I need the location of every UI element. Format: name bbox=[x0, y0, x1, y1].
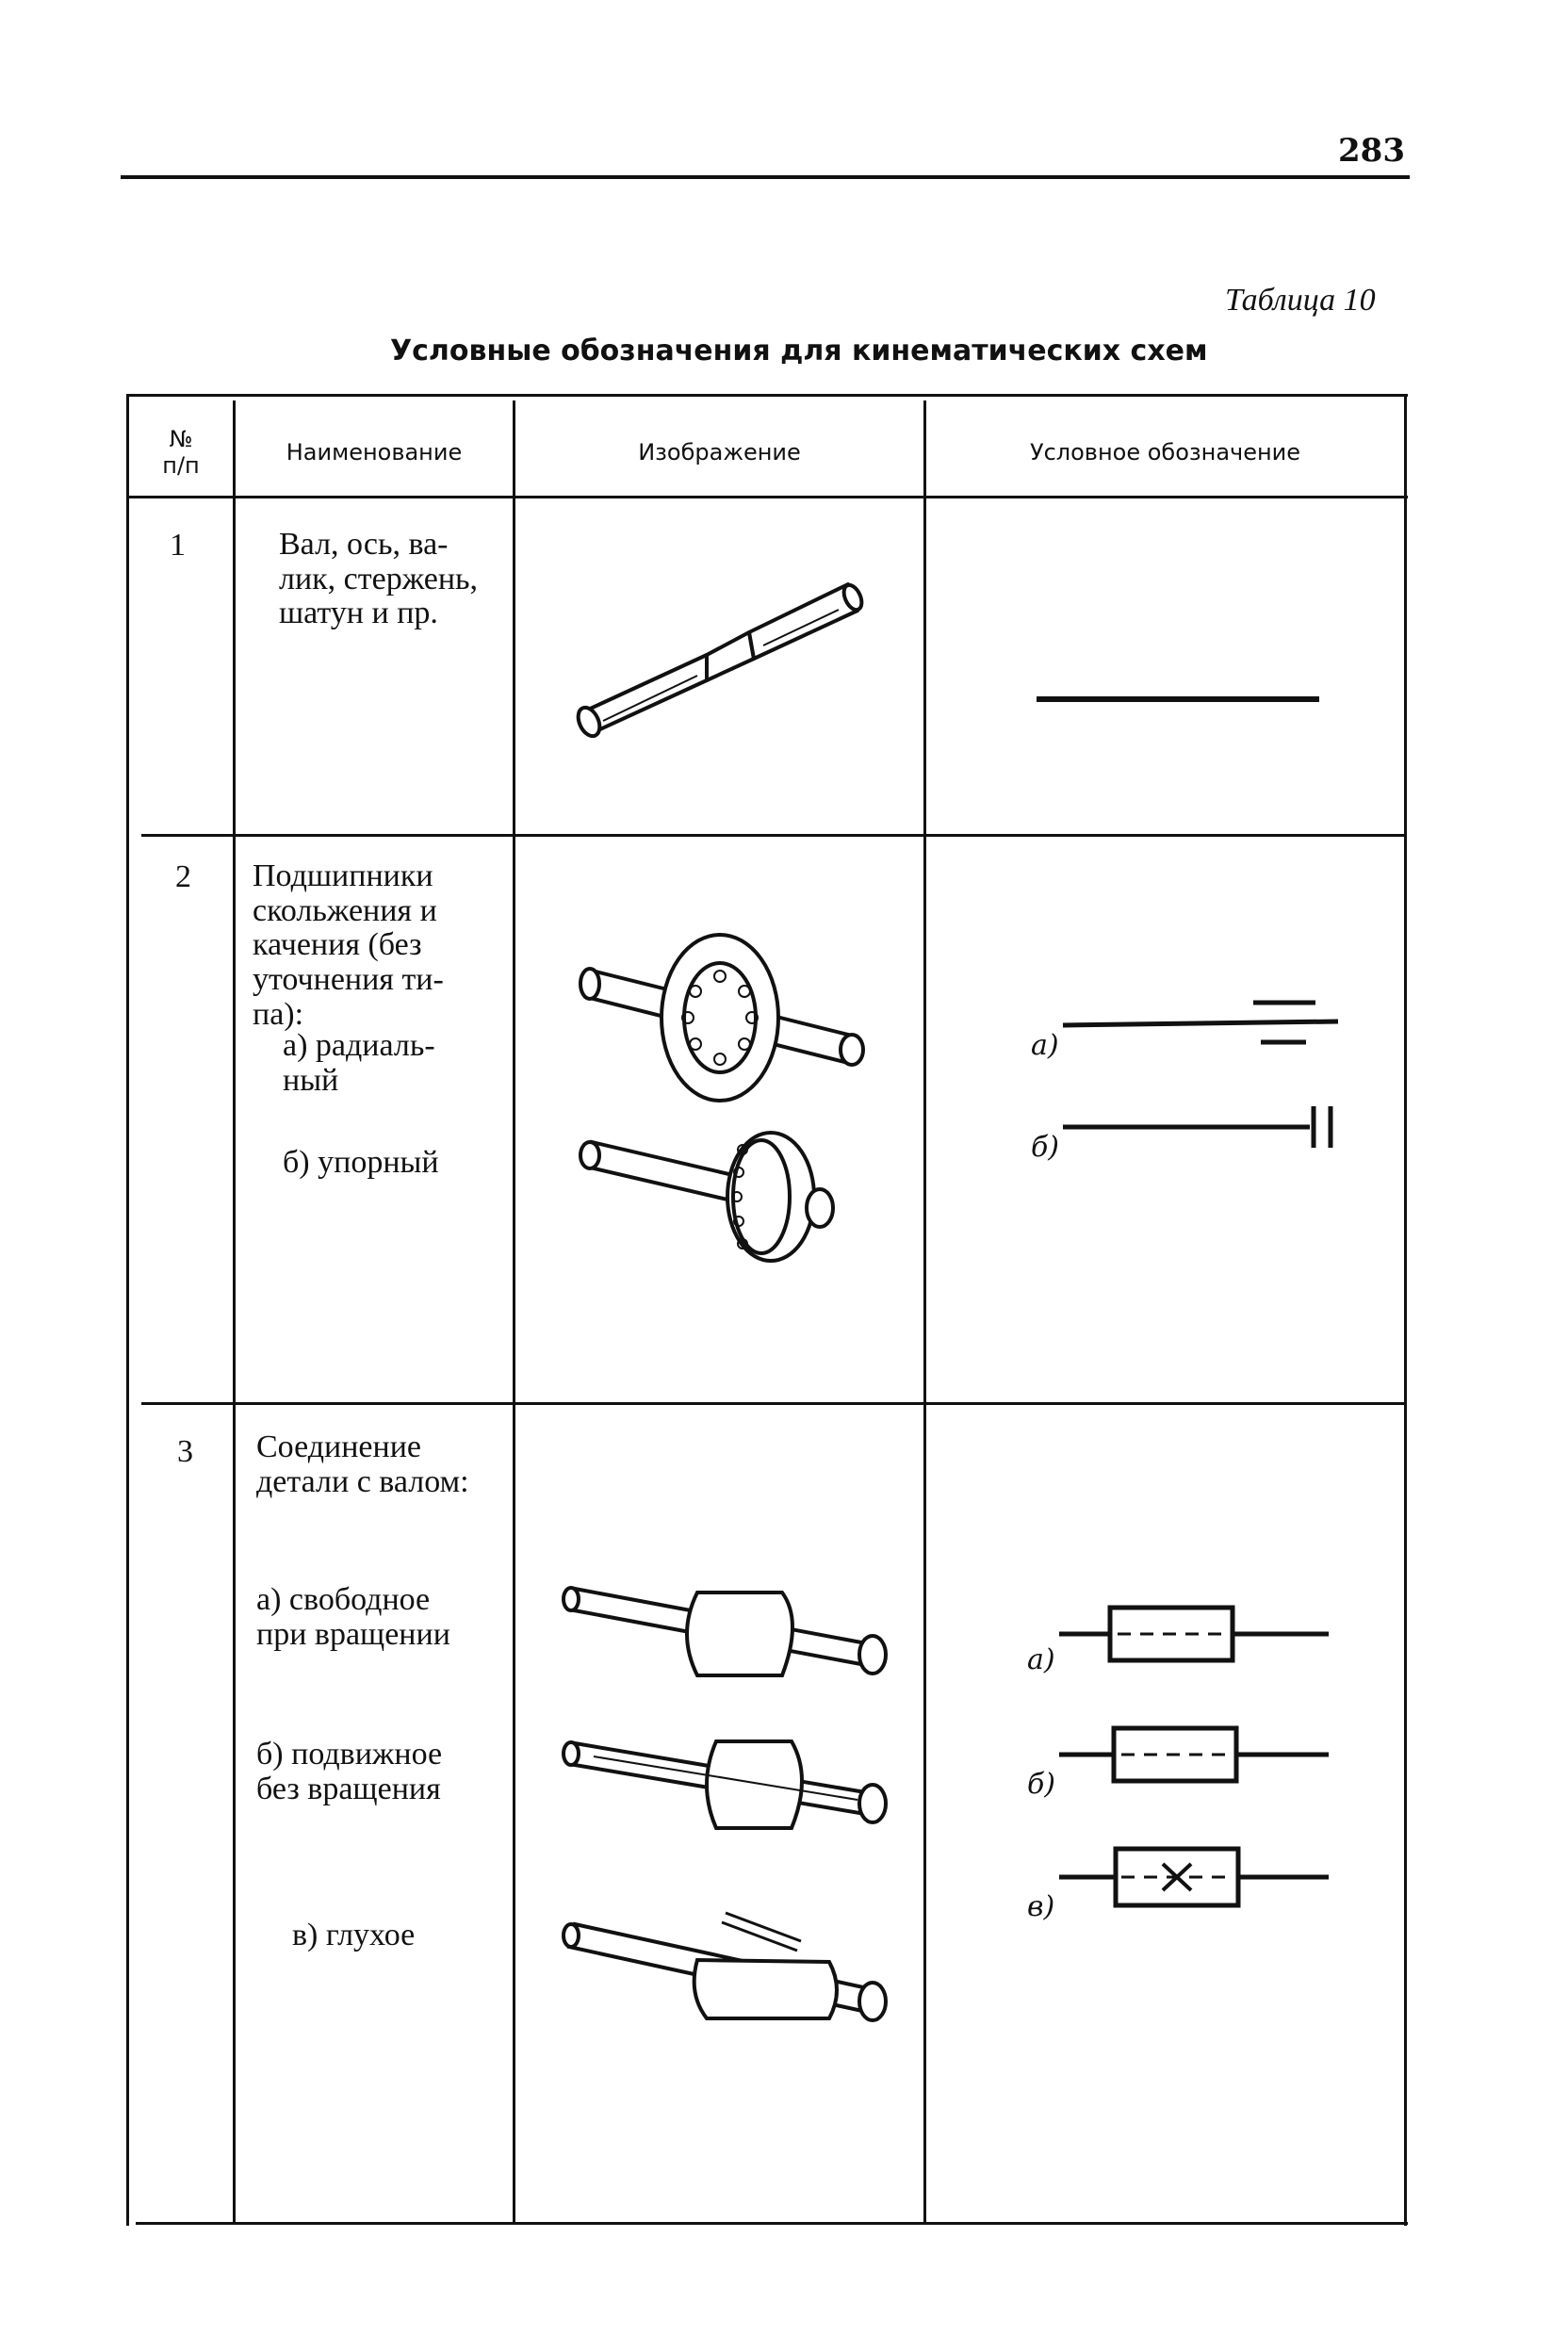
row-1-number: 1 bbox=[170, 528, 186, 563]
row-2-symbol-label-a: а) bbox=[1031, 1029, 1059, 1062]
row-3-symbol-label-c: в) bbox=[1027, 1890, 1055, 1923]
row-2-number: 2 bbox=[175, 859, 191, 894]
fixed-joint-illustration bbox=[562, 1911, 888, 2022]
header-symbol: Условное обозначение bbox=[1029, 439, 1301, 466]
bearing-symbols bbox=[1062, 1000, 1339, 1148]
table-title: Условные обозначения для кинематических … bbox=[390, 335, 1208, 368]
header-num: № п/п bbox=[162, 426, 200, 479]
shaft-symbol bbox=[1037, 696, 1319, 702]
free-rotation-joint-illustration bbox=[562, 1586, 888, 1677]
row-3-number: 3 bbox=[177, 1434, 193, 1469]
row-2-symbol-label-b: б) bbox=[1031, 1131, 1060, 1164]
table-label: Таблица 10 bbox=[1225, 283, 1376, 318]
row-2-item-b: б) упорный bbox=[283, 1145, 439, 1180]
header-rule bbox=[121, 175, 1410, 179]
row-3-item-a: а) свободное при вращении bbox=[256, 1582, 450, 1652]
row-2-name: Подшипники скольжения и качения (без уто… bbox=[253, 858, 444, 1032]
page-number: 283 bbox=[1338, 132, 1405, 170]
row-3-symbol-label-a: а) bbox=[1027, 1643, 1055, 1676]
row-2-item-a: а) радиаль- ный bbox=[283, 1028, 435, 1098]
joint-symbols bbox=[1059, 1605, 1329, 1908]
header-image: Изображение bbox=[638, 439, 801, 466]
shaft-illustration bbox=[576, 582, 864, 739]
sliding-joint-illustration bbox=[562, 1740, 888, 1830]
row-3-name: Соединение детали с валом: bbox=[256, 1429, 469, 1499]
row-1-name: Вал, ось, ва- лик, стержень, шатун и пр. bbox=[279, 527, 479, 631]
thrust-bearing-illustration bbox=[579, 1131, 835, 1263]
header-name: Наименование bbox=[286, 439, 463, 466]
row-3-symbol-label-b: б) bbox=[1027, 1768, 1056, 1801]
row-3-item-b: б) подвижное без вращения bbox=[256, 1737, 443, 1806]
row-3-item-c: в) глухое bbox=[292, 1918, 416, 1952]
radial-bearing-illustration bbox=[579, 933, 865, 1102]
